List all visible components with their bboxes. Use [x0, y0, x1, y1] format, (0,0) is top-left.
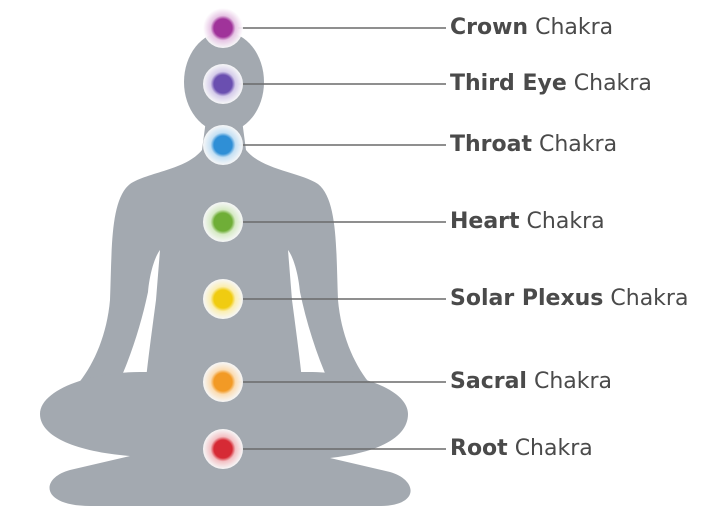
- sacral-chakra-label: Sacral Chakra: [450, 369, 612, 395]
- chakra-name: Crown: [450, 15, 529, 40]
- chakra-name: Heart: [450, 209, 520, 234]
- crown-chakra-label: Crown Chakra: [450, 15, 613, 41]
- heart-chakra-orb: [203, 202, 243, 242]
- chakra-name: Root: [450, 436, 508, 461]
- chakra-name: Sacral: [450, 369, 527, 394]
- third-eye-chakra-label: Third Eye Chakra: [450, 71, 652, 97]
- heart-chakra-label: Heart Chakra: [450, 209, 605, 235]
- third-eye-chakra-orb: [203, 64, 243, 104]
- solar-plexus-chakra-label: Solar Plexus Chakra: [450, 286, 688, 312]
- torso-and-arms: [64, 120, 384, 404]
- root-chakra-orb: [203, 429, 243, 469]
- sacral-chakra-orb: [203, 362, 243, 402]
- chakra-name: Third Eye: [450, 71, 567, 96]
- crown-chakra-orb: [203, 8, 243, 48]
- chakra-name: Throat: [450, 132, 532, 157]
- chakra-orbs: [203, 8, 243, 469]
- chakra-suffix: Chakra: [535, 15, 614, 40]
- chakra-suffix: Chakra: [533, 369, 613, 394]
- leader-lines: [238, 27, 446, 450]
- root-chakra-label: Root Chakra: [450, 436, 593, 462]
- chakra-suffix: Chakra: [573, 71, 652, 96]
- chakra-suffix: Chakra: [526, 209, 605, 234]
- chakra-suffix: Chakra: [539, 132, 618, 157]
- chakra-suffix: Chakra: [610, 286, 689, 311]
- solar-plexus-chakra-orb: [203, 279, 243, 319]
- throat-chakra-orb: [203, 125, 243, 165]
- throat-chakra-label: Throat Chakra: [450, 132, 617, 158]
- chakra-suffix: Chakra: [514, 436, 593, 461]
- chakra-name: Solar Plexus: [450, 286, 604, 311]
